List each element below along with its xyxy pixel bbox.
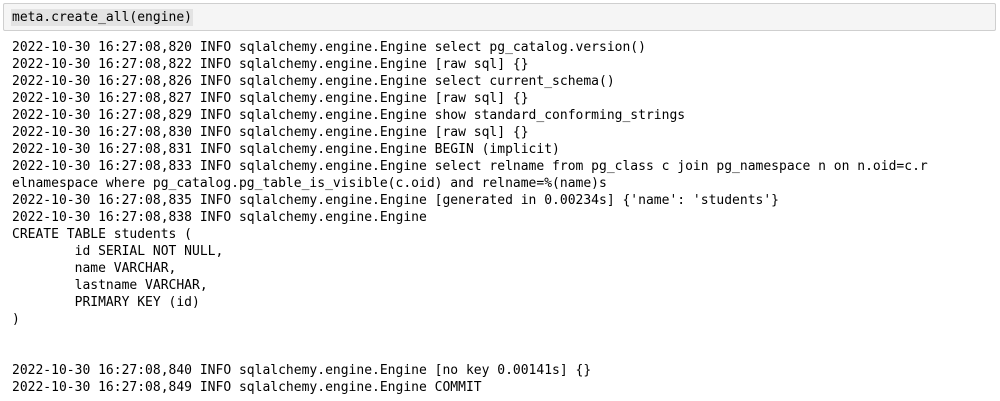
output-line: 2022-10-30 16:27:08,822 INFO sqlalchemy.… bbox=[12, 57, 529, 72]
output-line: PRIMARY KEY (id) bbox=[12, 295, 200, 310]
output-line: id SERIAL NOT NULL, bbox=[12, 244, 224, 259]
output-line: 2022-10-30 16:27:08,826 INFO sqlalchemy.… bbox=[12, 74, 615, 89]
output-line: 2022-10-30 16:27:08,835 INFO sqlalchemy.… bbox=[12, 193, 780, 208]
output-line: lastname VARCHAR, bbox=[12, 278, 208, 293]
output-line: 2022-10-30 16:27:08,838 INFO sqlalchemy.… bbox=[12, 210, 427, 225]
code-cell-input[interactable]: meta.create_all(engine) bbox=[3, 3, 996, 31]
output-line: elnamespace where pg_catalog.pg_table_is… bbox=[12, 176, 607, 191]
output-line: 2022-10-30 16:27:08,827 INFO sqlalchemy.… bbox=[12, 91, 529, 106]
cell-output: 2022-10-30 16:27:08,820 INFO sqlalchemy.… bbox=[12, 39, 998, 396]
output-line: 2022-10-30 16:27:08,830 INFO sqlalchemy.… bbox=[12, 125, 529, 140]
output-line: 2022-10-30 16:27:08,840 INFO sqlalchemy.… bbox=[12, 363, 592, 378]
code-input-text[interactable]: meta.create_all(engine) bbox=[11, 9, 194, 26]
output-line: 2022-10-30 16:27:08,833 INFO sqlalchemy.… bbox=[12, 159, 928, 174]
output-line: ) bbox=[12, 312, 20, 327]
output-line: 2022-10-30 16:27:08,831 INFO sqlalchemy.… bbox=[12, 142, 560, 157]
output-line bbox=[12, 345, 998, 362]
output-line: CREATE TABLE students ( bbox=[12, 227, 193, 242]
output-line bbox=[12, 328, 998, 345]
output-line: 2022-10-30 16:27:08,829 INFO sqlalchemy.… bbox=[12, 108, 686, 123]
output-line: name VARCHAR, bbox=[12, 261, 177, 276]
output-line: 2022-10-30 16:27:08,849 INFO sqlalchemy.… bbox=[12, 380, 482, 395]
output-line: 2022-10-30 16:27:08,820 INFO sqlalchemy.… bbox=[12, 40, 646, 55]
